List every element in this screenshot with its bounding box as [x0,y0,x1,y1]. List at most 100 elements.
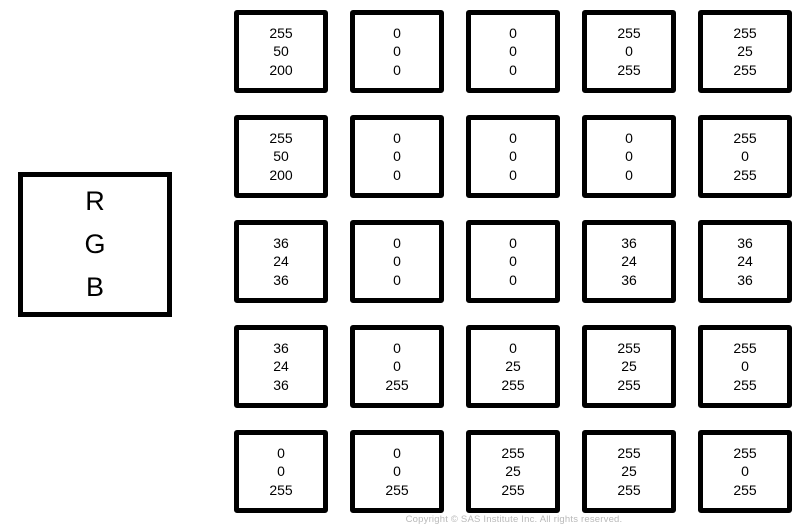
r-value: 255 [617,339,641,356]
g-value: 25 [505,463,521,480]
rgb-cell-r1c3: 0 0 0 [466,10,560,93]
rgb-cell-r5c5: 255 0 255 [698,430,792,513]
rgb-cell-r3c5: 36 24 36 [698,220,792,303]
rgb-cell-r3c3: 0 0 0 [466,220,560,303]
b-value: 200 [269,166,293,183]
rgb-cell-r3c2: 0 0 0 [350,220,444,303]
r-value: 255 [269,24,293,41]
b-value: 0 [509,271,517,288]
b-value: 255 [617,376,641,393]
legend-line-r: R [85,186,105,216]
rgb-cell-r4c3: 0 25 255 [466,325,560,408]
g-value: 24 [737,253,753,270]
b-value: 255 [733,166,757,183]
legend-line-b: B [85,272,104,302]
rgb-cell-r2c4: 0 0 0 [582,115,676,198]
g-value: 0 [509,148,517,165]
g-value: 25 [737,43,753,60]
b-value: 0 [393,61,401,78]
b-value: 255 [617,481,641,498]
b-value: 36 [737,271,753,288]
r-value: 36 [273,234,289,251]
b-value: 0 [509,61,517,78]
rgb-cell-r4c4: 255 25 255 [582,325,676,408]
r-value: 0 [393,24,401,41]
r-value: 0 [509,24,517,41]
rgb-cell-r5c1: 0 0 255 [234,430,328,513]
r-value: 255 [733,24,757,41]
rgb-cell-r2c3: 0 0 0 [466,115,560,198]
g-value: 0 [393,358,401,375]
rgb-cell-r4c5: 255 0 255 [698,325,792,408]
g-value: 25 [621,358,637,375]
g-value: 0 [741,148,749,165]
rgb-cell-r5c2: 0 0 255 [350,430,444,513]
r-value: 0 [277,444,285,461]
g-value: 0 [393,43,401,60]
b-value: 0 [509,166,517,183]
rgb-cell-r3c1: 36 24 36 [234,220,328,303]
rgb-cell-r4c1: 36 24 36 [234,325,328,408]
g-value: 25 [505,358,521,375]
r-value: 255 [733,129,757,146]
rgb-cell-r4c2: 0 0 255 [350,325,444,408]
r-value: 36 [273,339,289,356]
r-value: 255 [269,129,293,146]
r-value: 0 [509,339,517,356]
rgb-cell-r1c1: 255 50 200 [234,10,328,93]
r-value: 255 [733,444,757,461]
r-value: 255 [733,339,757,356]
g-value: 0 [509,253,517,270]
pixel-grid: 255 50 200 0 0 0 0 0 0 255 0 255 255 25 … [234,10,792,513]
b-value: 0 [625,166,633,183]
g-value: 24 [273,358,289,375]
r-value: 0 [509,234,517,251]
r-value: 36 [737,234,753,251]
b-value: 36 [273,376,289,393]
b-value: 255 [733,481,757,498]
b-value: 255 [733,376,757,393]
r-value: 255 [501,444,525,461]
r-value: 0 [393,129,401,146]
b-value: 255 [501,481,525,498]
b-value: 0 [393,166,401,183]
legend-line-g: G [84,229,106,259]
rgb-legend-box: R G B [18,172,172,317]
rgb-cell-r5c4: 255 25 255 [582,430,676,513]
r-value: 0 [393,339,401,356]
r-value: 36 [621,234,637,251]
rgb-cell-r3c4: 36 24 36 [582,220,676,303]
b-value: 0 [393,271,401,288]
g-value: 24 [273,253,289,270]
g-value: 0 [393,253,401,270]
b-value: 36 [273,271,289,288]
rgb-cell-r1c4: 255 0 255 [582,10,676,93]
r-value: 255 [617,24,641,41]
g-value: 0 [393,148,401,165]
g-value: 0 [625,43,633,60]
b-value: 255 [501,376,525,393]
b-value: 255 [269,481,293,498]
rgb-cell-r1c2: 0 0 0 [350,10,444,93]
b-value: 255 [733,61,757,78]
r-value: 0 [393,444,401,461]
r-value: 0 [509,129,517,146]
g-value: 0 [625,148,633,165]
rgb-cell-r2c1: 255 50 200 [234,115,328,198]
rgb-cell-r2c2: 0 0 0 [350,115,444,198]
g-value: 50 [273,43,289,60]
b-value: 255 [617,61,641,78]
b-value: 255 [385,481,409,498]
rgb-cell-r2c5: 255 0 255 [698,115,792,198]
r-value: 255 [617,444,641,461]
g-value: 24 [621,253,637,270]
g-value: 0 [277,463,285,480]
g-value: 25 [621,463,637,480]
copyright-notice: Copyright © SAS Institute Inc. All right… [405,514,623,525]
g-value: 50 [273,148,289,165]
b-value: 255 [385,376,409,393]
r-value: 0 [393,234,401,251]
rgb-cell-r1c5: 255 25 255 [698,10,792,93]
b-value: 200 [269,61,293,78]
